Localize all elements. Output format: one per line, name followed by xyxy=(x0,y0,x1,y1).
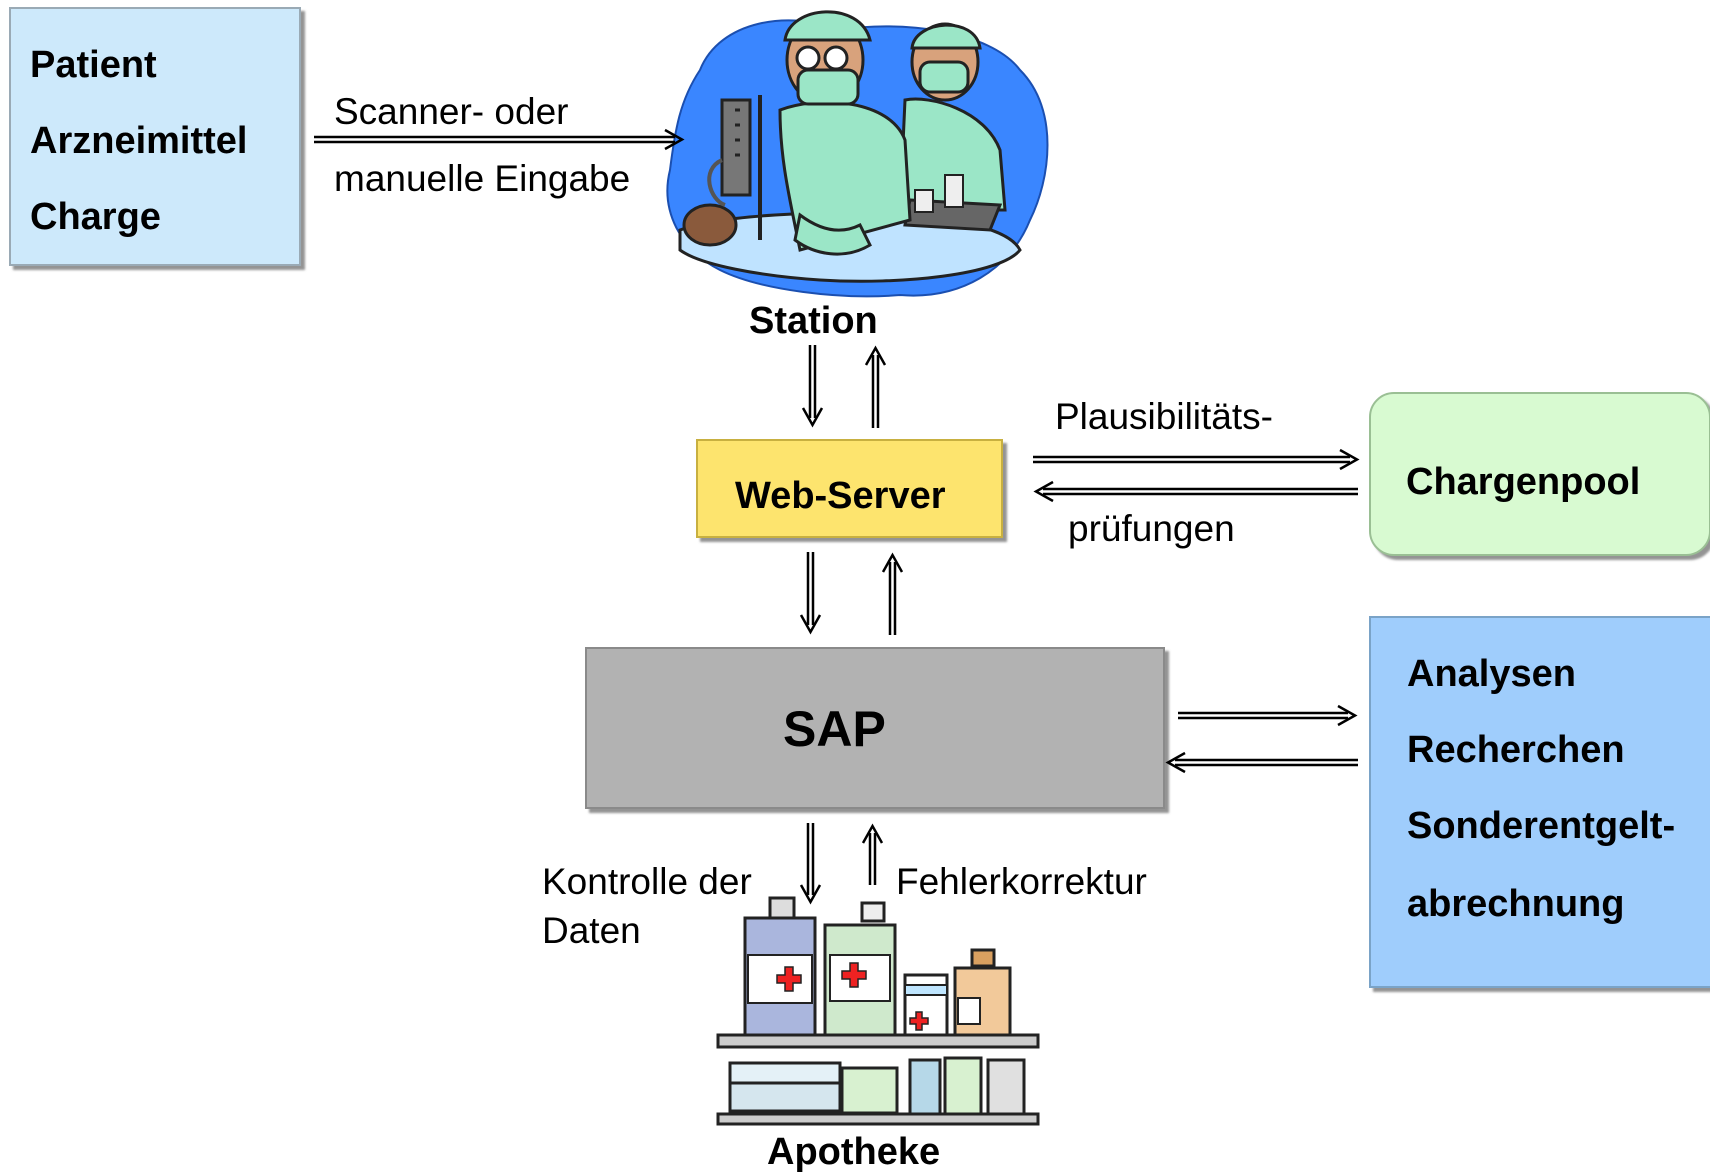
arrow-apotheke-to-sap xyxy=(861,823,884,885)
arrow-webserver-to-sap xyxy=(799,552,822,635)
input-arrow-label-line2: manuelle Eingabe xyxy=(334,158,631,199)
arrow-analysis-to-sap xyxy=(1165,751,1358,774)
arrow-sap-to-apotheke xyxy=(799,823,822,905)
plausibility-label-line1: Plausibilitäts- xyxy=(1055,396,1273,437)
sap-label: SAP xyxy=(783,701,886,757)
analysis-box xyxy=(1369,616,1710,988)
arrow-input-to-station xyxy=(314,128,685,151)
arrow-sap-to-analysis xyxy=(1178,704,1358,727)
apotheke-down-label-line1: Kontrolle der xyxy=(542,861,752,902)
analysis-item-sonderentgelt: Sonderentgelt- xyxy=(1407,805,1676,847)
input-box xyxy=(9,7,301,266)
arrow-chargenpool-to-webserver xyxy=(1033,480,1358,503)
apotheke-up-label: Fehlerkorrektur xyxy=(896,861,1147,902)
input-item-arzneimittel: Arzneimittel xyxy=(30,120,248,162)
input-item-charge: Charge xyxy=(30,196,161,238)
arrow-station-to-webserver xyxy=(801,345,824,428)
arrow-sap-to-webserver xyxy=(881,552,904,635)
web-server-label: Web-Server xyxy=(735,475,946,517)
arrow-webserver-to-chargenpool xyxy=(1033,448,1360,471)
apotheke-down-label-line2: Daten xyxy=(542,910,641,951)
arrows xyxy=(314,128,1360,905)
apotheke-label: Apotheke xyxy=(767,1131,941,1173)
plausibility-label-line2: prüfungen xyxy=(1068,508,1235,549)
sap-box xyxy=(585,647,1165,809)
input-item-patient: Patient xyxy=(30,44,157,86)
analysis-item-recherchen: Recherchen xyxy=(1407,729,1625,771)
chargenpool-box xyxy=(1369,392,1710,556)
analysis-item-abrechnung: abrechnung xyxy=(1407,883,1625,925)
analysis-item-analysen: Analysen xyxy=(1407,653,1576,695)
chargenpool-label: Chargenpool xyxy=(1406,461,1641,503)
apotheke-illustration xyxy=(716,896,1040,1126)
station-illustration xyxy=(666,10,1049,298)
arrow-webserver-to-station xyxy=(864,345,887,428)
input-arrow-label-line1: Scanner- oder xyxy=(334,91,569,132)
station-label: Station xyxy=(749,300,878,342)
web-server-box xyxy=(696,439,1003,538)
